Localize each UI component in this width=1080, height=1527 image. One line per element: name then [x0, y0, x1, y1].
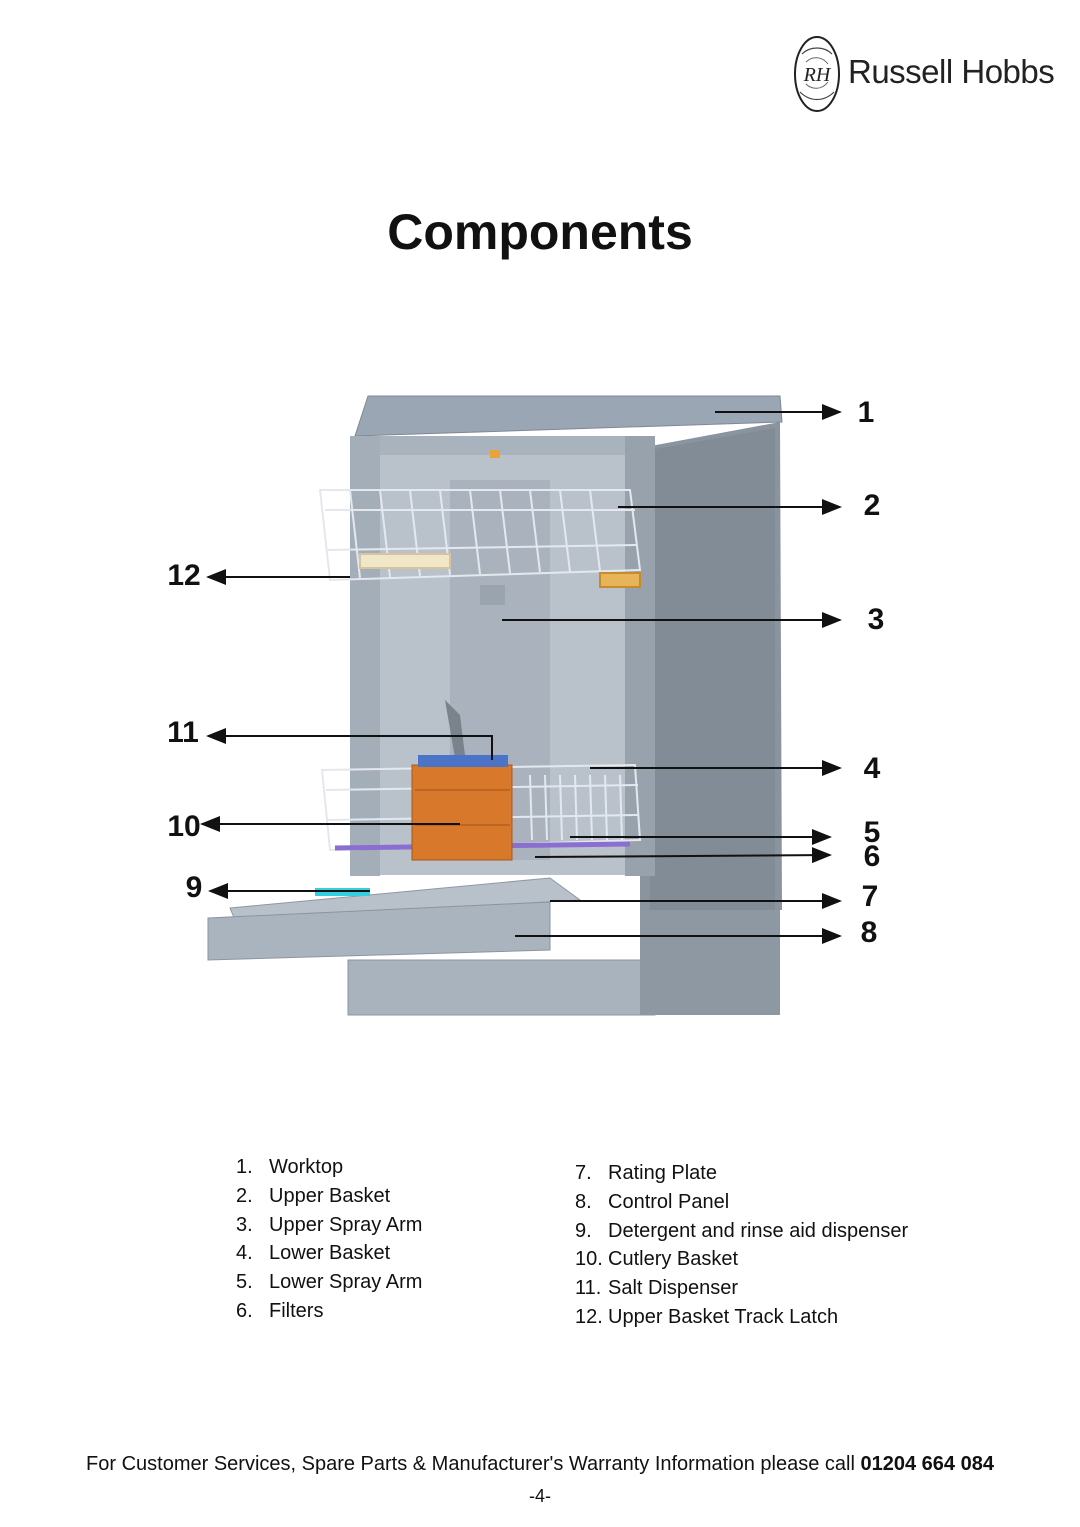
- logo-seal-icon: RH: [794, 36, 840, 112]
- salt-dispenser: [445, 700, 465, 758]
- item-number: 5.: [236, 1271, 253, 1294]
- legend-right: 7. Rating Plate 8. Control Panel 9. Deterge…: [575, 1159, 908, 1332]
- brand-logo: RH Russell Hobbs: [792, 34, 1055, 116]
- dishwasher-diagram: 1 2 3 4 5 6 7 8 9 10 11 12: [167, 395, 885, 1016]
- list-item: 3. Upper Spray Arm: [236, 1211, 422, 1240]
- callout-11: 11: [167, 716, 199, 749]
- item-label: Upper Basket Track Latch: [608, 1305, 839, 1328]
- item-label: Upper Spray Arm: [269, 1213, 423, 1236]
- callout-2: 2: [864, 489, 881, 522]
- callout-4: 4: [864, 752, 881, 785]
- list-item: 11. Salt Dispenser: [575, 1274, 908, 1303]
- dishwasher-door: [207, 877, 582, 961]
- list-item: 9. Detergent and rinse aid dispenser: [575, 1217, 908, 1246]
- list-item: 2. Upper Basket: [236, 1182, 422, 1211]
- callout-12: 12: [167, 559, 200, 592]
- item-number: 10.: [575, 1248, 603, 1271]
- cutlery-basket: [411, 755, 513, 861]
- item-label: Filters: [269, 1299, 324, 1322]
- item-label: Cutlery Basket: [608, 1248, 739, 1271]
- page-number: -4-: [529, 1486, 551, 1506]
- list-item: 1. Worktop: [236, 1153, 422, 1182]
- list-item: 8. Control Panel: [575, 1188, 908, 1217]
- footer-text: For Customer Services, Spare Parts & Man…: [86, 1453, 861, 1475]
- list-item: 12.Upper Basket Track Latch: [575, 1303, 908, 1332]
- callout-6: 6: [864, 840, 881, 873]
- callout-9: 9: [186, 871, 203, 904]
- callout-1: 1: [858, 396, 875, 429]
- item-label: Upper Basket: [269, 1184, 391, 1207]
- item-number: 2.: [236, 1184, 253, 1207]
- arrow-11: [206, 728, 493, 760]
- item-label: Detergent and rinse aid dispenser: [608, 1219, 909, 1242]
- callout-7: 7: [862, 880, 879, 913]
- list-item: 7. Rating Plate: [575, 1159, 908, 1188]
- item-label: Lower Spray Arm: [269, 1271, 423, 1294]
- item-number: 3.: [236, 1213, 253, 1236]
- item-number: 12.: [575, 1305, 603, 1328]
- item-label: Salt Dispenser: [608, 1277, 739, 1300]
- customer-service-footer: For Customer Services, Spare Parts & Man…: [0, 1450, 1080, 1478]
- arrow-6: [534, 847, 832, 864]
- brand-name: Russell Hobbs: [848, 53, 1055, 90]
- item-label: Lower Basket: [269, 1242, 391, 1265]
- callout-5: 5: [864, 816, 881, 849]
- item-number: 1.: [236, 1156, 253, 1178]
- item-label: Control Panel: [608, 1190, 730, 1213]
- list-item: 10.Cutlery Basket: [575, 1245, 908, 1274]
- item-number: 9.: [575, 1219, 592, 1242]
- list-item: 4. Lower Basket: [236, 1239, 422, 1268]
- legend-left: 1. Worktop 2. Upper Basket 3. Upper Spray A…: [236, 1153, 422, 1326]
- item-number: 11.: [575, 1277, 602, 1300]
- callout-10: 10: [167, 810, 200, 843]
- item-number: 8.: [575, 1190, 592, 1213]
- item-number: 4.: [236, 1242, 253, 1265]
- callout-8: 8: [861, 916, 878, 949]
- page-title: Components: [387, 204, 693, 260]
- item-label: Worktop: [269, 1156, 344, 1178]
- list-item: 6. Filters: [236, 1297, 422, 1326]
- footer-phone: 01204 664 084: [860, 1453, 994, 1475]
- callout-3: 3: [868, 603, 885, 636]
- upper-basket: [318, 489, 642, 588]
- upper-spray-arm: [480, 585, 505, 605]
- list-item: 5. Lower Spray Arm: [236, 1268, 422, 1297]
- item-number: 7.: [575, 1162, 592, 1184]
- item-number: 6.: [236, 1299, 253, 1322]
- item-label: Rating Plate: [608, 1162, 717, 1184]
- svg-text:RH: RH: [803, 64, 832, 86]
